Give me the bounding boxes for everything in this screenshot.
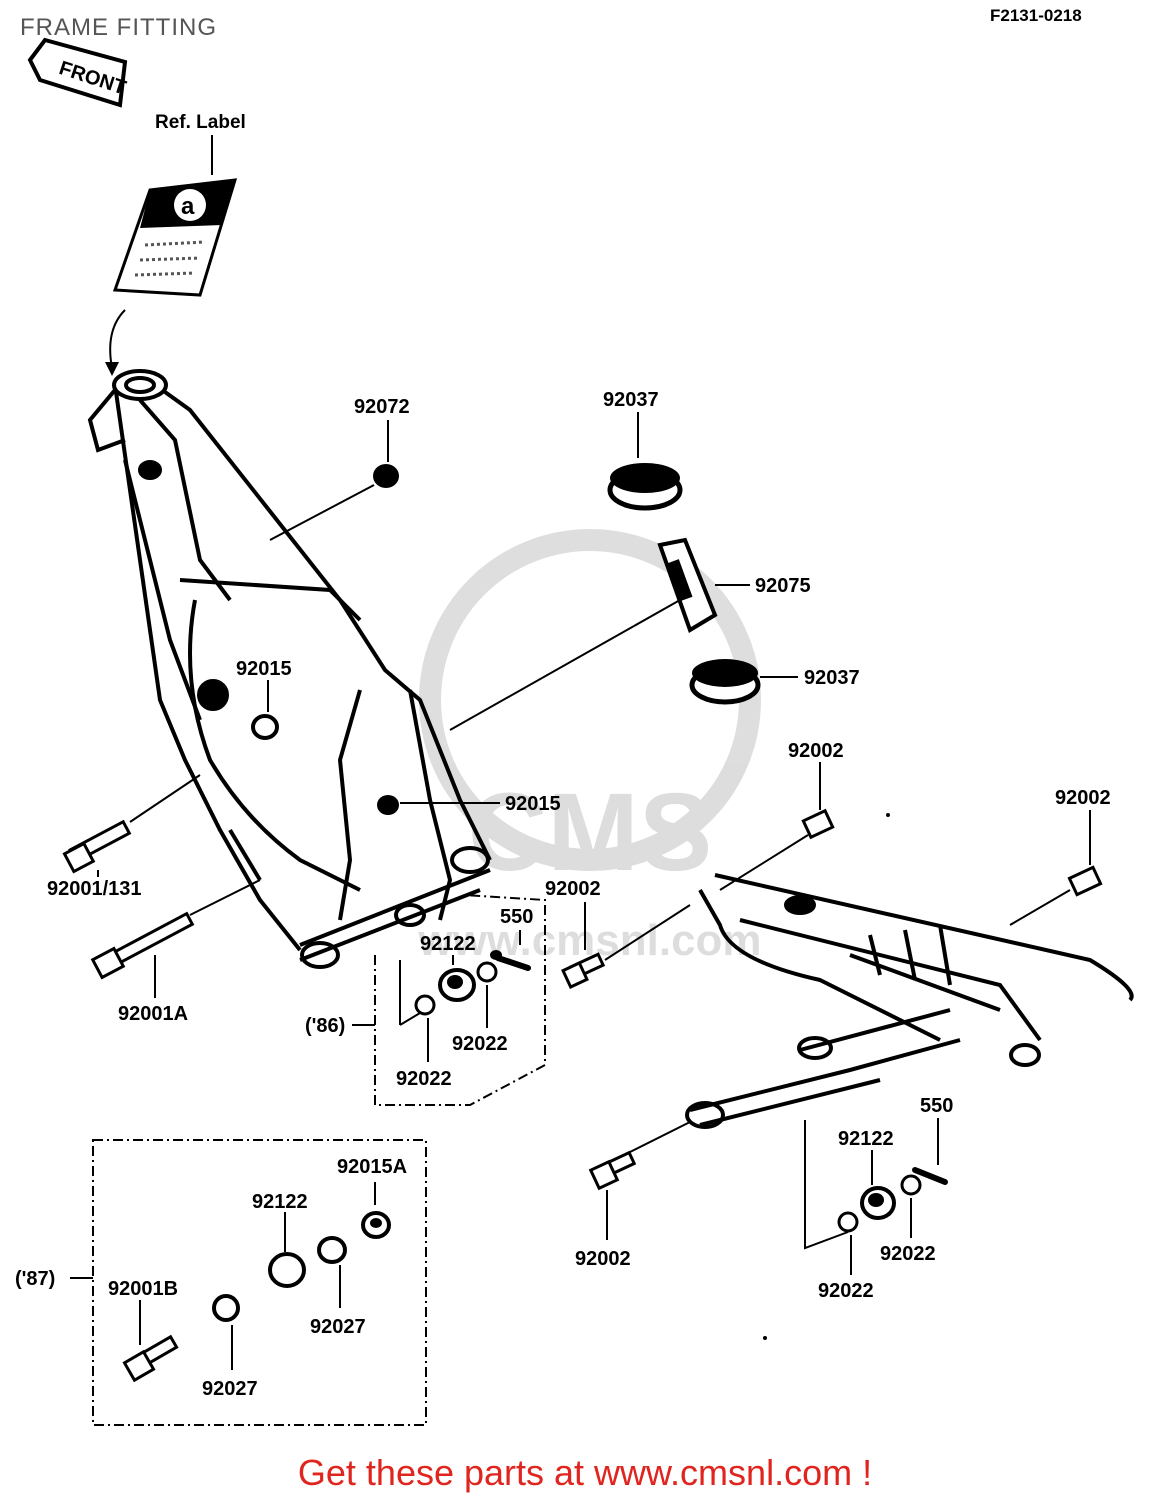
part-92022-c	[900, 1174, 922, 1238]
part-92022-d	[804, 1120, 859, 1275]
part-label-92037-top: 92037	[603, 389, 659, 411]
part-label-92027-b: 92027	[202, 1378, 258, 1400]
part-label-92001B: 92001B	[108, 1278, 178, 1300]
ref-label-caption: Ref. Label	[155, 112, 246, 133]
part-label-550-a: 550	[500, 906, 533, 928]
part-label-92022-d: 92022	[818, 1280, 874, 1302]
part-92015-a	[251, 680, 279, 740]
sub-frame	[685, 873, 1134, 1129]
part-92027-a	[317, 1236, 347, 1308]
group-label-86: ('86)	[305, 1015, 345, 1037]
ref-label-letter: a	[181, 193, 195, 220]
part-label-92122-c: 92122	[252, 1191, 308, 1213]
part-92122-a	[438, 955, 476, 1002]
part-label-92122-a: 92122	[420, 933, 476, 955]
part-92037-bottom	[689, 659, 798, 705]
part-92002-c	[1009, 810, 1103, 926]
part-92022-b	[414, 994, 436, 1062]
part-label-92037-bottom: 92037	[804, 667, 860, 689]
diagram-title: FRAME FITTING	[20, 14, 217, 41]
part-92027-b	[212, 1294, 240, 1370]
footer-cta[interactable]: Get these parts at www.cmsnl.com !	[297, 1452, 873, 1493]
front-arrow-marker: FRONT	[27, 37, 129, 108]
part-label-92015-b: 92015	[505, 793, 561, 815]
part-92001A-bolt	[90, 879, 261, 998]
part-92122-c	[268, 1212, 306, 1288]
part-92072	[269, 420, 399, 541]
part-label-92015A: 92015A	[337, 1156, 407, 1178]
figure-code: F2131-0218	[990, 6, 1082, 25]
part-92001-131-bolt	[62, 774, 201, 877]
part-label-92001-131: 92001/131	[47, 878, 142, 900]
part-label-92027-a: 92027	[310, 1316, 366, 1338]
part-label-92022-c: 92022	[880, 1243, 936, 1265]
watermark-text: CMS	[468, 771, 712, 894]
watermark: CMS www.cmsnl.com	[417, 529, 762, 965]
part-label-550-b: 550	[920, 1095, 953, 1117]
part-92001B-bolt	[122, 1300, 179, 1383]
part-label-92022-a: 92022	[452, 1033, 508, 1055]
part-label-92002-c: 92002	[1055, 787, 1111, 809]
part-92037-top	[607, 412, 683, 511]
part-92015A	[361, 1182, 391, 1239]
group-label-87: ('87)	[15, 1268, 55, 1290]
part-92002-b	[719, 762, 835, 891]
part-92002-a	[561, 902, 691, 989]
group-87-box	[70, 1139, 427, 1426]
part-92122-b	[860, 1150, 896, 1220]
part-92022-a	[476, 961, 498, 1028]
ref-label-sticker: a	[112, 178, 238, 297]
part-label-92002-d: 92002	[575, 1248, 631, 1270]
part-label-92075: 92075	[755, 575, 811, 597]
part-550-a	[490, 930, 531, 971]
main-frame	[87, 369, 492, 969]
part-label-92002-a: 92002	[545, 878, 601, 900]
part-label-92001A: 92001A	[118, 1003, 188, 1025]
part-92075	[449, 537, 750, 731]
part-label-92002-b: 92002	[788, 740, 844, 762]
part-label-92015-a: 92015	[236, 658, 292, 680]
part-92002-d	[588, 1121, 691, 1240]
part-550-b	[912, 1118, 948, 1185]
part-92015-b	[377, 795, 500, 815]
part-label-92122-b: 92122	[838, 1128, 894, 1150]
part-label-92022-b: 92022	[396, 1068, 452, 1090]
part-label-92072: 92072	[354, 396, 410, 418]
